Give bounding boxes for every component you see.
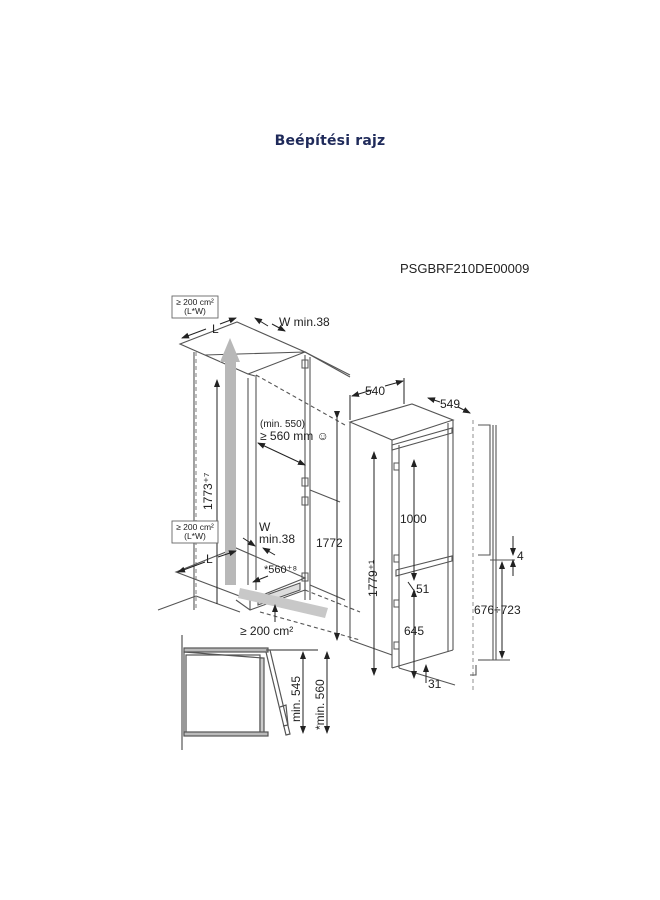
cabinet-height-label: 1772 bbox=[316, 536, 343, 550]
top-vent-box bbox=[171, 295, 219, 319]
appliance-height-label: 1779⁺¹ bbox=[366, 560, 380, 597]
top-vent-lw: (L*W) bbox=[184, 306, 206, 316]
page-title: Beépítési rajz bbox=[274, 133, 386, 149]
upper-door-label: 1000 bbox=[400, 512, 427, 526]
appliance-hinge-icons bbox=[393, 462, 400, 650]
depth-rec-label: ≥ 560 mm ☺ bbox=[260, 429, 329, 443]
rail-gap-label: 4 bbox=[517, 549, 524, 563]
plinth-vent-label: ≥ 200 cm² bbox=[240, 624, 293, 638]
depth-min-label: (min. 550) bbox=[260, 419, 305, 430]
bottom-offset-label: 31 bbox=[428, 677, 442, 691]
bottom-vent-lw: (L*W) bbox=[184, 531, 206, 541]
rail-range-label: 676÷723 bbox=[474, 603, 521, 617]
hinge-icons bbox=[301, 359, 309, 582]
lower-door-label: 645 bbox=[404, 624, 424, 638]
bottom-W-letter: W bbox=[259, 520, 271, 534]
niche-height-label: 1773⁺⁷ bbox=[201, 473, 215, 510]
niche-depth-label: *560⁺⁸ bbox=[264, 564, 297, 576]
drawing-code: PSGBRF210DE00009 bbox=[400, 261, 530, 276]
top-vent-outline bbox=[178, 321, 307, 375]
side-min-545-label: min. 545 bbox=[289, 676, 303, 722]
bottom-vent-box bbox=[171, 520, 219, 544]
bottom-vent-area: ≥ 200 cm² bbox=[176, 522, 214, 532]
side-section bbox=[181, 635, 318, 750]
bottom-L-label: L bbox=[206, 552, 213, 566]
top-L-label: L bbox=[212, 322, 219, 336]
airflow-arrow-icon bbox=[220, 338, 328, 618]
side-min-560-label: *min. 560 bbox=[313, 679, 327, 730]
top-W-label: W min.38 bbox=[279, 315, 330, 329]
door-gap-label: 51 bbox=[416, 582, 430, 596]
top-vent-area: ≥ 200 cm² bbox=[176, 297, 214, 307]
door-rail bbox=[470, 420, 515, 690]
appliance-depth-label: 549 bbox=[440, 397, 460, 411]
bottom-W-min: min.38 bbox=[259, 532, 295, 546]
appliance-width-label: 540 bbox=[365, 384, 385, 398]
